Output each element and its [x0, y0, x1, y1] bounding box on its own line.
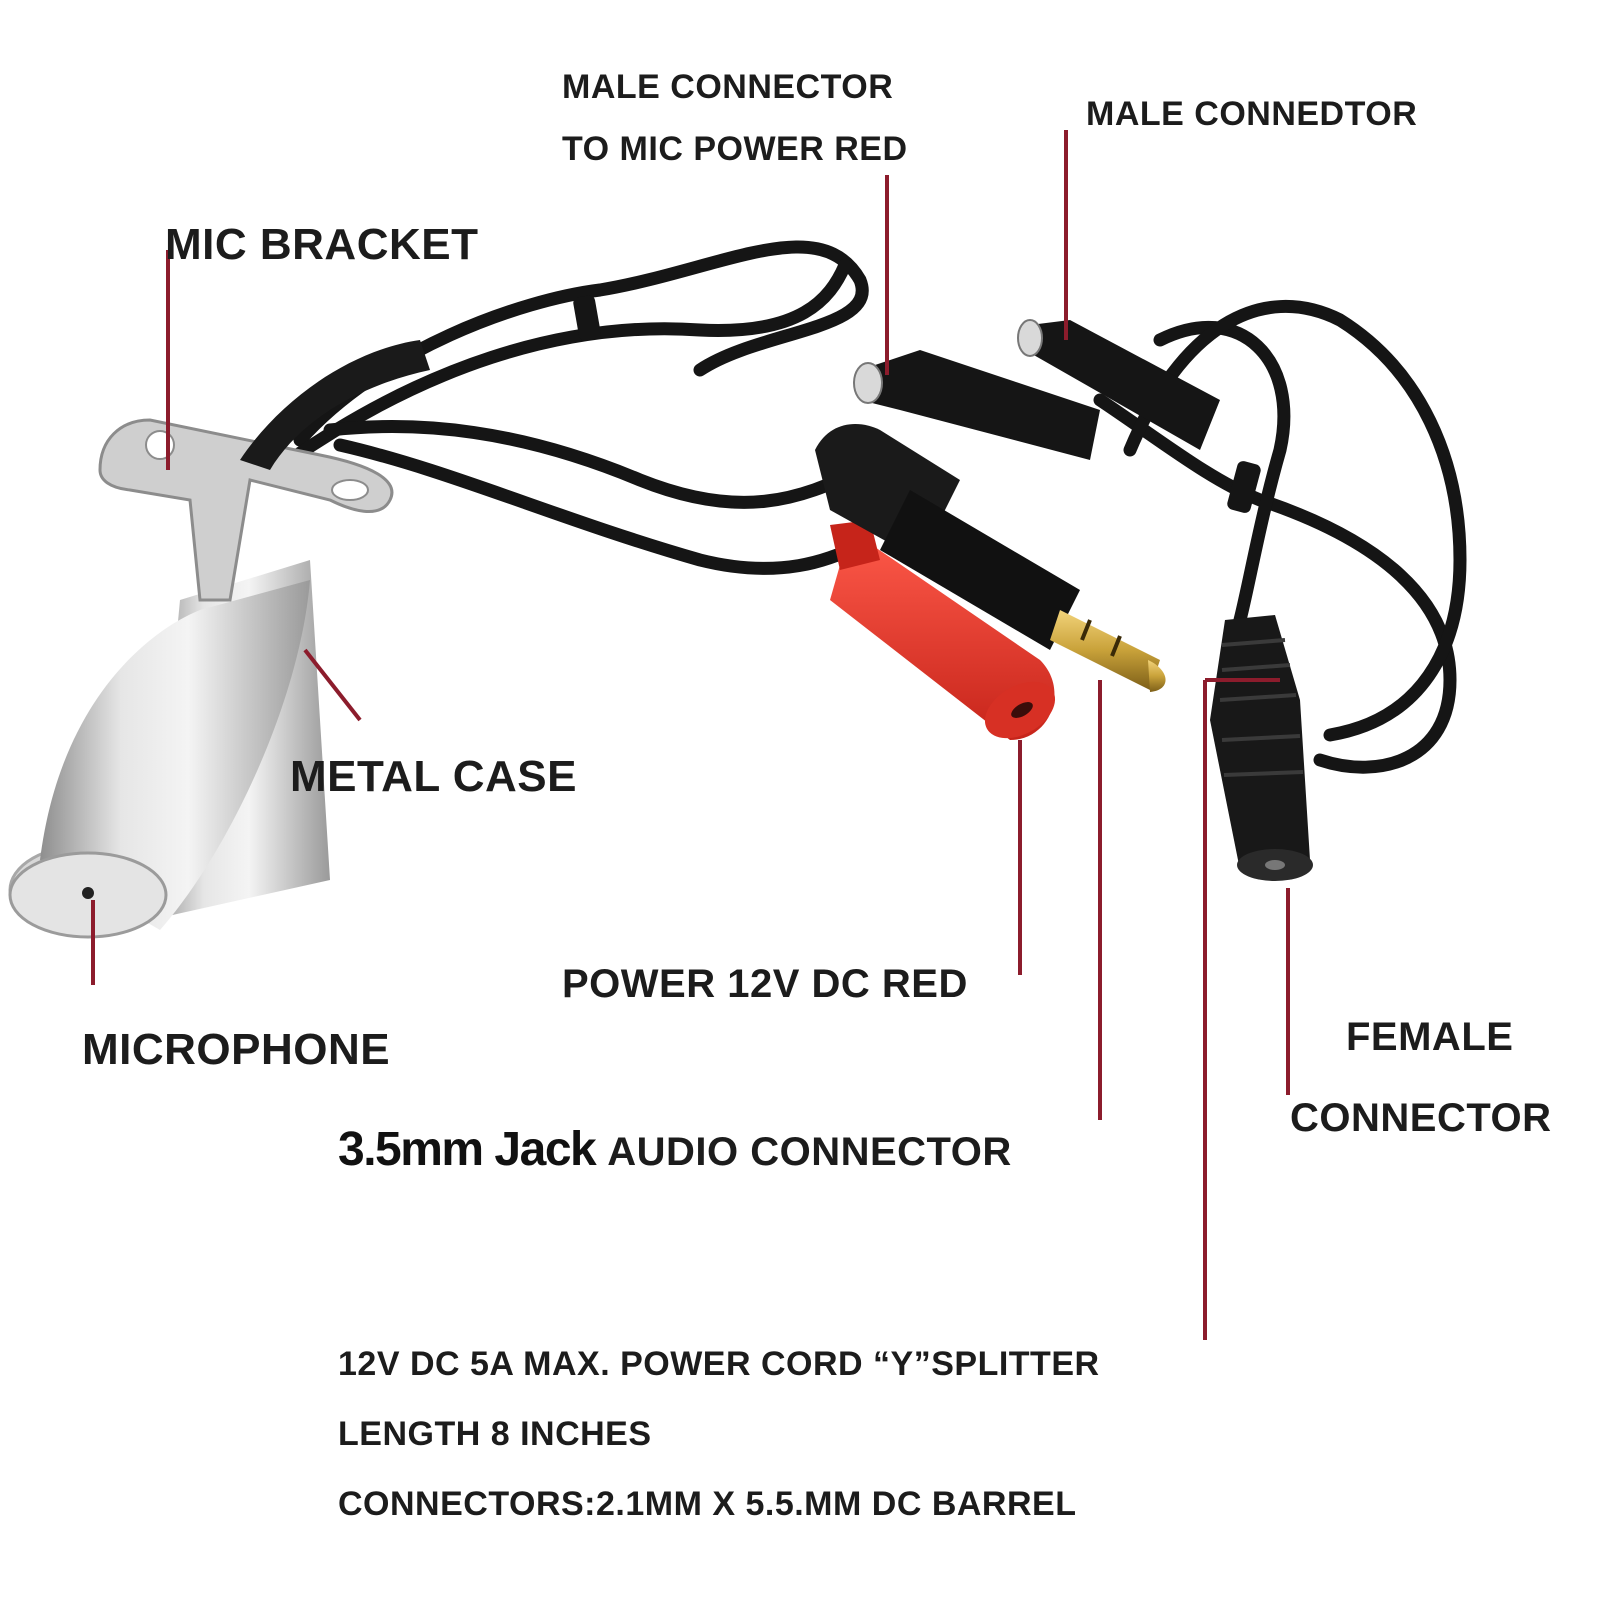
- label-female-line1: FEMALE: [1346, 1015, 1514, 1059]
- label-female-line2: CONNECTOR: [1290, 1096, 1552, 1140]
- audio-jack-icon: [815, 424, 1166, 692]
- label-metal-case: METAL CASE: [290, 752, 577, 801]
- splitter-cable-1: [1093, 393, 1457, 774]
- leader-splitter: [1203, 678, 1280, 1340]
- spec-line-connectors: CONNECTORS:2.1MM X 5.5.MM DC BARREL: [338, 1485, 1077, 1523]
- red-lead-cable: [333, 438, 867, 575]
- label-male-connector-2: MALE CONNEDTOR: [1086, 95, 1418, 133]
- mic-cable-loop: [293, 240, 869, 447]
- cables: [283, 240, 1467, 774]
- label-jack-prefix: 3.5mm Jack: [338, 1123, 597, 1176]
- leader-lines: [91, 130, 1290, 1340]
- mic-cable-loop-2: [283, 258, 852, 467]
- leader-metal-case: [303, 648, 362, 722]
- dc-barrel-connector-icon: [1017, 319, 1220, 450]
- red-connector-icon: [830, 520, 1056, 740]
- spec-line-length: LENGTH 8 INCHES: [338, 1415, 652, 1453]
- label-microphone: MICROPHONE: [82, 1025, 391, 1074]
- label-male-connector-1-line1: MALE CONNECTOR: [562, 68, 894, 106]
- audio-cable: [323, 420, 867, 509]
- microphone-icon: [8, 560, 330, 939]
- label-jack-suffix: AUDIO CONNECTOR: [607, 1130, 1012, 1174]
- splitter-cable-3: [1123, 299, 1467, 742]
- spec-line-splitter: 12V DC 5A MAX. POWER CORD “Y”SPLITTER: [338, 1345, 1100, 1383]
- cable-ties: [573, 295, 1261, 513]
- dc-barrel-connector-icon: [853, 350, 1100, 460]
- mic-strain-relief: [240, 340, 430, 470]
- label-power-12v: POWER 12V DC RED: [562, 962, 968, 1006]
- label-male-connector-1-line2: TO MIC POWER RED: [562, 130, 908, 168]
- label-mic-bracket: MIC BRACKET: [165, 220, 479, 269]
- female-connector-icon: [1210, 615, 1313, 881]
